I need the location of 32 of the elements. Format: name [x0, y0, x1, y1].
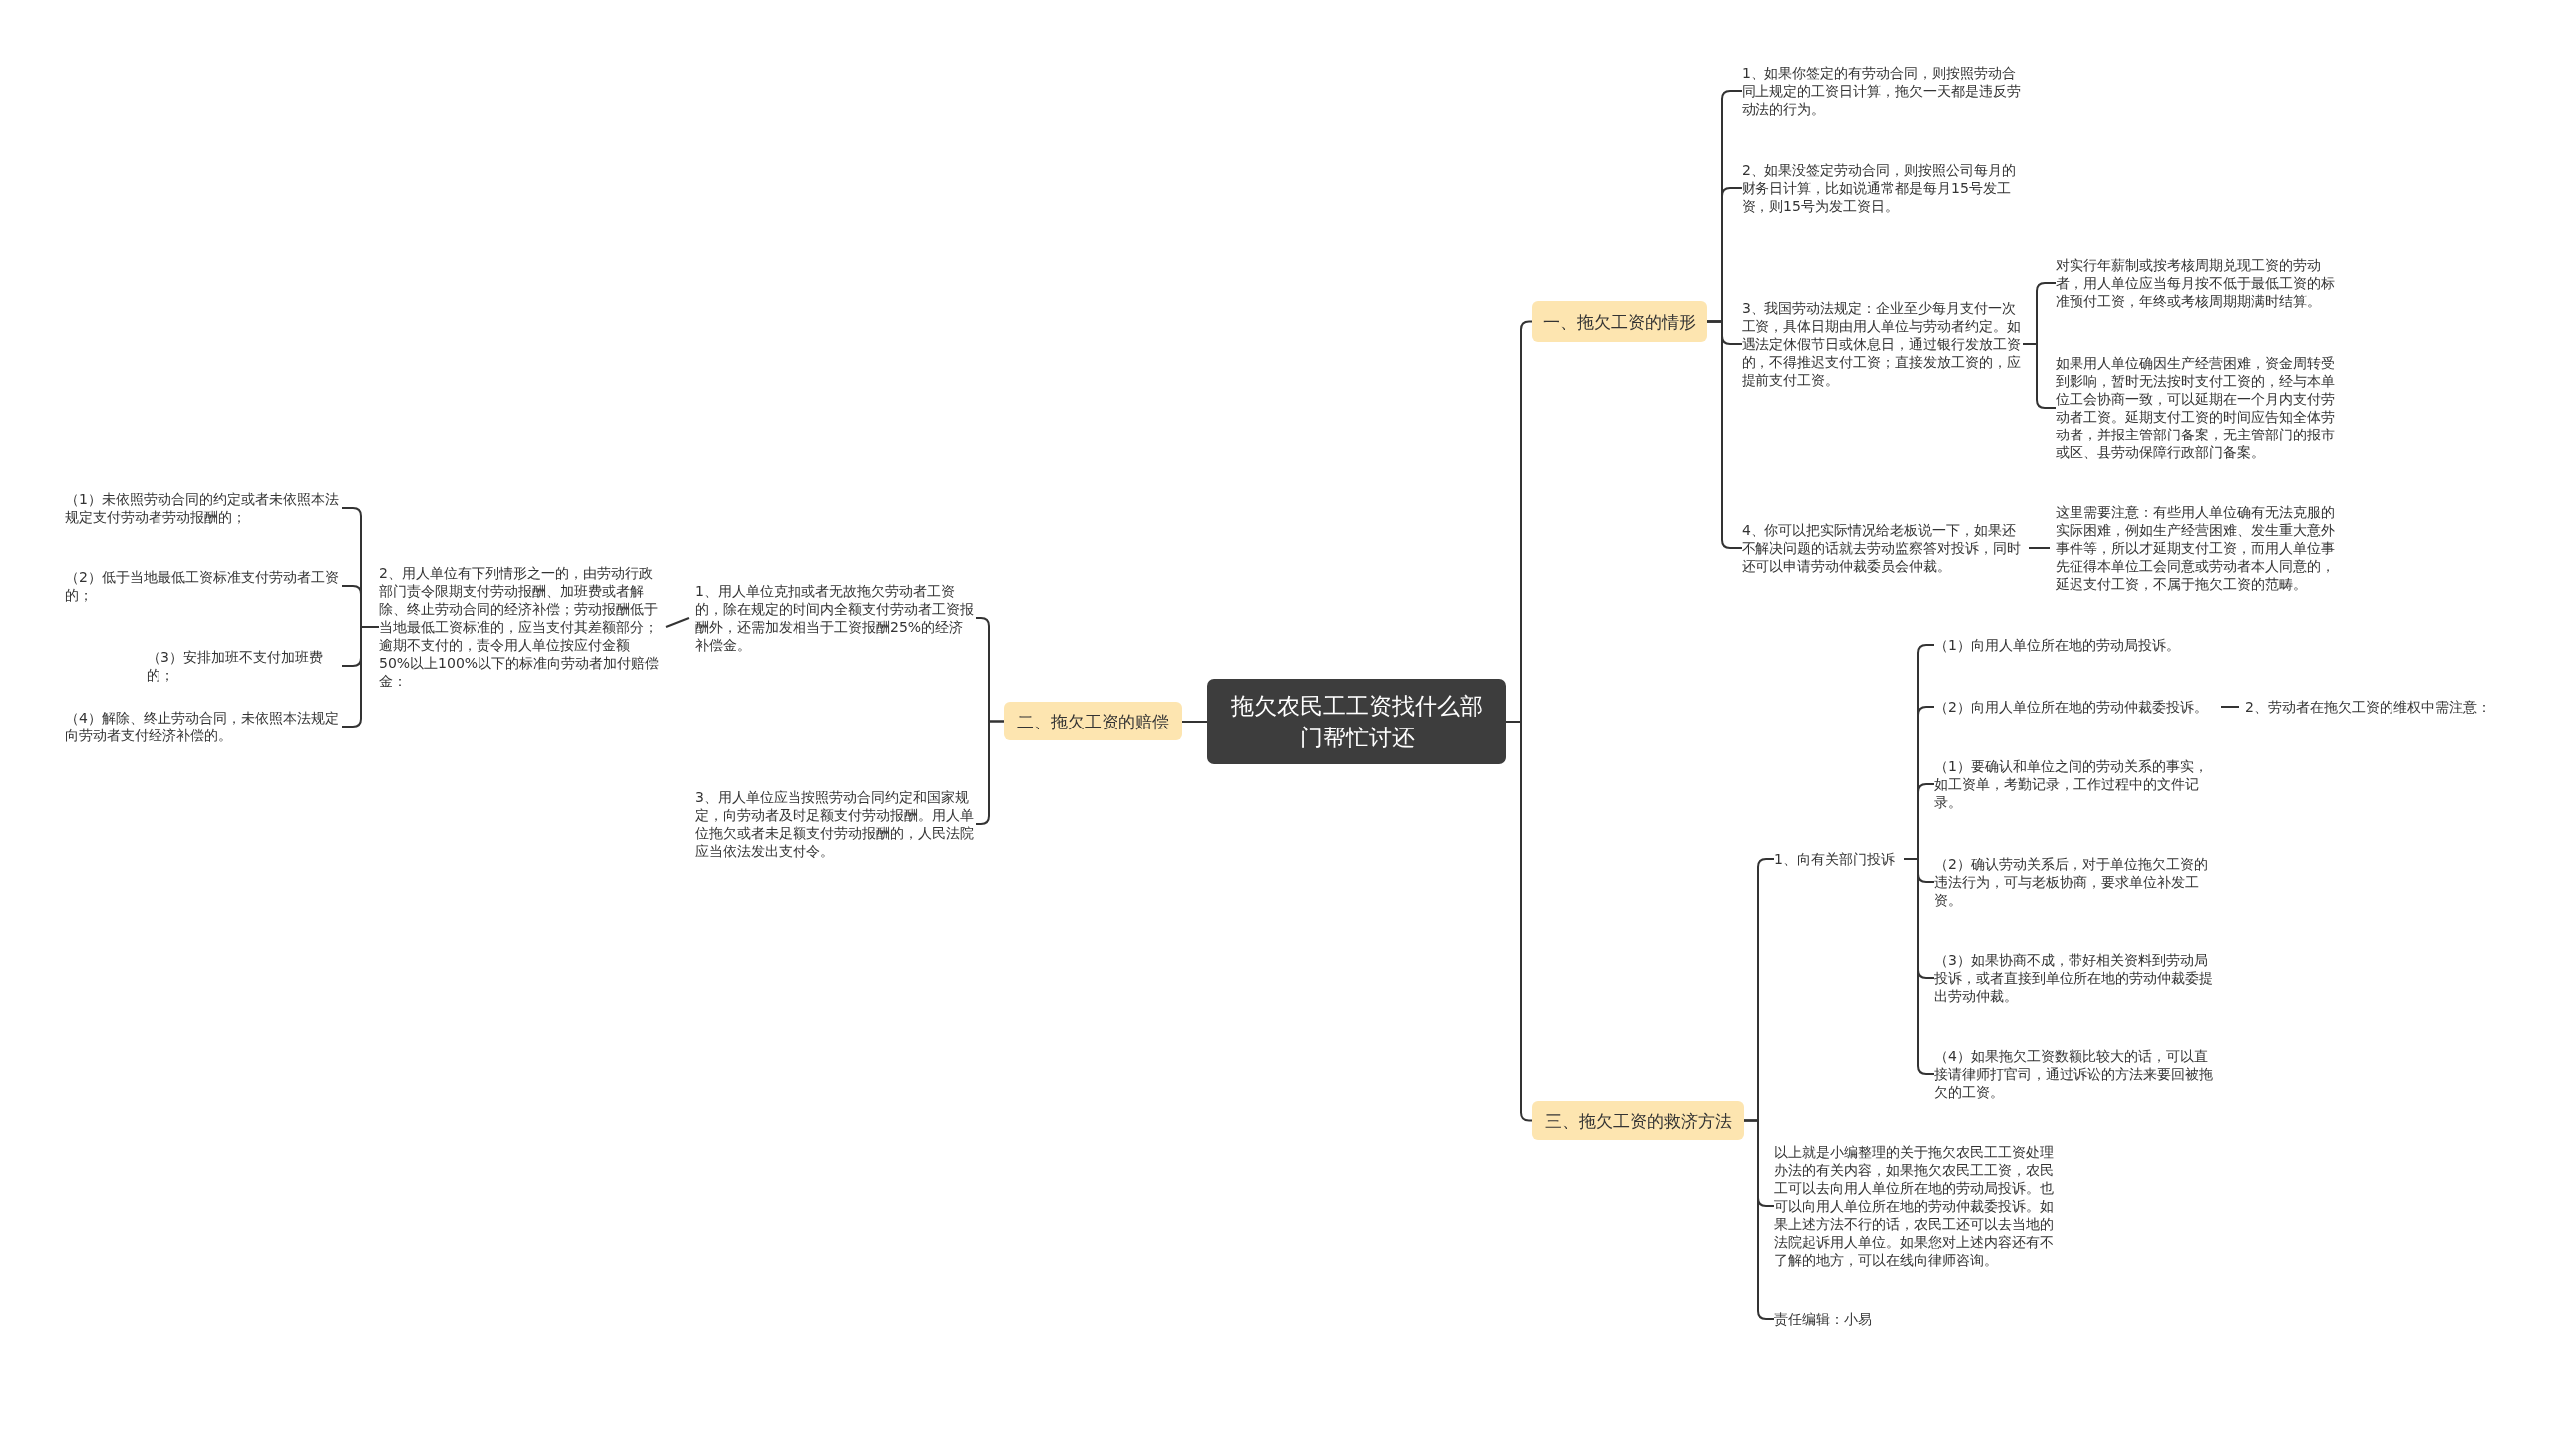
topic-text: 1、用人单位克扣或者无故拖欠劳动者工资的，除在规定的时间内全额支付劳动者工资报酬外，还需加发相当于工资报酬25%的经济补偿金。 — [695, 582, 976, 654]
topic-text: （4）如果拖欠工资数额比较大的话，可以直接请律师打官司，通过诉讼的方法来要回被拖欠的工资。 — [1934, 1047, 2215, 1101]
connector-line — [665, 617, 690, 628]
topic-text: （1）向用人单位所在地的劳动局投诉。 — [1934, 636, 2193, 654]
topic-text: 以上就是小编整理的关于拖欠农民工工资处理办法的有关内容，如果拖欠农民工工资，农民工可以去向用人单位所在地的劳动局投诉。也可以向用人单位所在地的劳动仲裁委投诉。如果上述方法不行的话，农民工还可以去当地的法院起诉用人单位。如果您对上述内容还有不了解的地方，可以在线向律师咨询。 — [1774, 1143, 2056, 1269]
topic-text: 责任编辑：小易 — [1774, 1310, 1914, 1328]
topic-text: 对实行年薪制或按考核周期兑现工资的劳动者，用人单位应当每月按不低于最低工资的标准预付工资，年终或考核周期期满时结算。 — [2056, 256, 2337, 310]
connector-line — [2028, 547, 2051, 549]
topic-text: （2）向用人单位所在地的劳动仲裁委投诉。 — [1934, 698, 2215, 716]
topic-text: （2）确认劳动关系后，对于单位拖欠工资的违法行为，可与老板协商，要求单位补发工资。 — [1934, 855, 2215, 909]
topic-text: 2、劳动者在拖欠工资的维权中需注意： — [2245, 698, 2514, 716]
branch-topic-box: 一、拖欠工资的情形 — [1532, 301, 1707, 342]
topic-text: （2）低于当地最低工资标准支付劳动者工资的； — [65, 568, 342, 604]
topic-text: 2、如果没签定劳动合同，则按照公司每月的财务日计算，比如说通常都是每月15号发工资，则15号为发工资日。 — [1742, 161, 2023, 215]
topic-text: 3、我国劳动法规定：企业至少每月支付一次工资，具体日期由用人单位与劳动者约定。如遇法定休假节日或休息日，通过银行发放工资的，不得推迟支付工资；直接发放工资的，应提前支付工资。 — [1742, 299, 2023, 389]
connector-line — [2220, 706, 2240, 708]
topic-text: 4、你可以把实际情况给老板说一下，如果还不解决问题的话就去劳动监察答对投诉，同时还可以申请劳动仲裁委员会仲裁。 — [1742, 521, 2023, 575]
topic-text: （4）解除、终止劳动合同，未依照本法规定向劳动者支付经济补偿的。 — [65, 709, 342, 744]
topic-text: 3、用人单位应当按照劳动合同约定和国家规定，向劳动者及时足额支付劳动报酬。用人单位拖欠或者未足额支付劳动报酬的，人民法院应当依法发出支付令。 — [695, 788, 976, 860]
branch-topic-box: 三、拖欠工资的救济方法 — [1532, 1101, 1744, 1140]
topic-text: （3）如果协商不成，带好相关资料到劳动局投诉，或者直接到单位所在地的劳动仲裁委提出劳动仲裁。 — [1934, 951, 2215, 1005]
central-topic-box: 拖欠农民工工资找什么部门帮忙讨还 — [1207, 679, 1506, 764]
topic-text: （1）未依照劳动合同的约定或者未依照本法规定支付劳动者劳动报酬的； — [65, 490, 342, 526]
topic-text: 1、向有关部门投诉 — [1774, 850, 1904, 868]
topic-text: （1）要确认和单位之间的劳动关系的事实，如工资单，考勤记录，工作过程中的文件记录。 — [1934, 757, 2215, 811]
branch-topic-box: 二、拖欠工资的赔偿 — [1004, 702, 1182, 740]
topic-text: 1、如果你签定的有劳动合同，则按照劳动合同上规定的工资日计算，拖欠一天都是违反劳动法的行为。 — [1742, 64, 2023, 118]
topic-text: 这里需要注意：有些用人单位确有无法克服的实际困难，例如生产经营困难、发生重大意外事件等，所以才延期支付工资，而用人单位事先征得本单位工会同意或劳动者本人同意的，延迟支付工资，不属于拖欠工资的范畴。 — [2056, 503, 2337, 593]
topic-text: （3）安排加班不支付加班费的； — [147, 648, 342, 684]
topic-text: 2、用人单位有下列情形之一的，由劳动行政部门责令限期支付劳动报酬、加班费或者解除、终止劳动合同的经济补偿；劳动报酬低于当地最低工资标准的，应当支付其差额部分；逾期不支付的，责令用人单位按应付金额50%以上100%以下的标准向劳动者加付赔偿金： — [379, 564, 660, 690]
topic-text: 如果用人单位确因生产经营困难，资金周转受到影响，暂时无法按时支付工资的，经与本单位工会协商一致，可以延期在一个月内支付劳动者工资。延期支付工资的时间应告知全体劳动者，并报主管部门备案，无主管部门的报市或区、县劳动保障行政部门备案。 — [2056, 354, 2337, 461]
connector-line — [1181, 721, 1208, 723]
